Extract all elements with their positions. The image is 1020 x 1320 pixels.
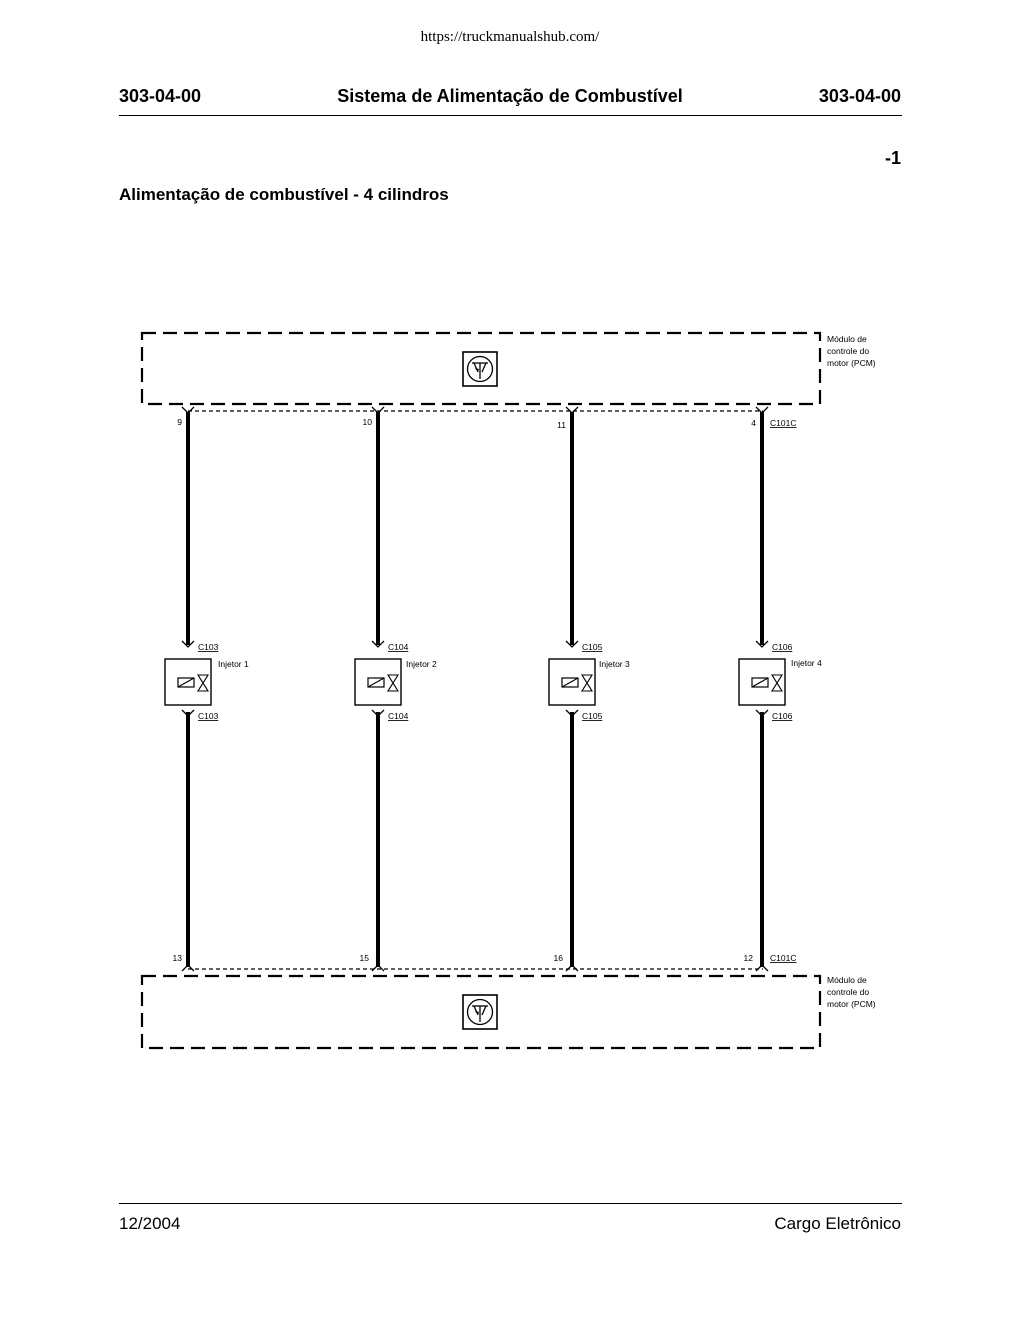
connector-label-1-lower: C103	[198, 711, 219, 721]
connector-label-2-lower: C104	[388, 711, 409, 721]
injector-name-3: Injetor 3	[599, 659, 630, 669]
injector-icon	[738, 658, 786, 706]
section-code-right: 303-04-00	[818, 86, 901, 106]
footer-rule	[119, 1203, 902, 1204]
pcm-module-top	[140, 331, 822, 412]
section-title: Alimentação de combustível - 4 cilindros	[119, 185, 449, 204]
transistor-icon	[462, 351, 498, 387]
page-number: -1	[884, 148, 901, 168]
injector-circuit-4	[738, 406, 786, 972]
connector-label-bottom: C101C	[770, 953, 796, 963]
injector-name-2: Injetor 2	[406, 659, 437, 669]
header-rule	[119, 115, 902, 116]
pin-top-1: 9	[177, 417, 182, 427]
pin-top-3: 11	[557, 420, 566, 430]
connector-label-top: C101C	[770, 418, 796, 428]
connector-label-4-upper: C106	[772, 642, 793, 652]
source-url: https://truckmanualshub.com/	[420, 29, 600, 45]
pcm-label-top-line-1: Módulo de	[827, 334, 867, 344]
pin-bottom-2: 15	[360, 953, 370, 963]
injector-circuit-2	[354, 406, 402, 972]
pin-top-4: 4	[751, 418, 756, 428]
pcm-label-bottom-line-3: motor (PCM)	[827, 999, 876, 1009]
injector-name-1: Injetor 1	[218, 659, 249, 669]
injector-icon	[164, 658, 212, 706]
pcm-label-top-line-2: controle do	[827, 346, 869, 356]
page-header-title: Sistema de Alimentação de Combustível	[337, 86, 683, 106]
connector-label-2-upper: C104	[388, 642, 409, 652]
injector-icon	[354, 658, 402, 706]
connector-label-1-upper: C103	[198, 642, 219, 652]
footer-date: 12/2004	[119, 1214, 181, 1233]
pcm-label-top-line-3: motor (PCM)	[827, 358, 876, 368]
injector-circuit-1	[164, 406, 212, 972]
pcm-label-bottom-line-2: controle do	[827, 987, 869, 997]
injector-icon	[548, 658, 596, 706]
pcm-label-bottom-line-1: Módulo de	[827, 975, 867, 985]
pin-top-2: 10	[363, 417, 373, 427]
connector-label-3-lower: C105	[582, 711, 603, 721]
footer-publication: Cargo Eletrônico	[774, 1214, 901, 1233]
connector-label-3-upper: C105	[582, 642, 603, 652]
connector-label-4-lower: C106	[772, 711, 793, 721]
pin-bottom-1: 13	[173, 953, 183, 963]
transistor-icon	[462, 994, 498, 1030]
pin-bottom-3: 16	[554, 953, 564, 963]
injector-name-4: Injetor 4	[791, 658, 822, 668]
injector-circuit-3	[548, 406, 596, 972]
section-code-left: 303-04-00	[119, 86, 202, 106]
pin-bottom-4: 12	[744, 953, 754, 963]
pcm-module-bottom	[140, 968, 822, 1050]
